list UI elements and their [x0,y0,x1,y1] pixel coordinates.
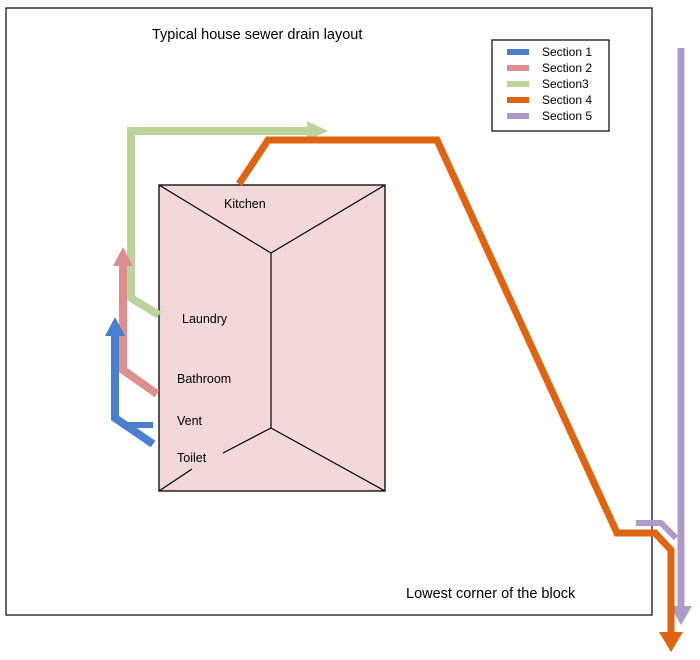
section-5-arrowhead [670,606,692,625]
section-2-pipe [119,264,160,398]
section-4-pipe [236,136,675,635]
section-4-arrowhead [659,632,683,652]
section-5-branch [636,520,679,541]
section-1-arrowhead [105,317,125,336]
section-1-pipe [111,333,156,448]
lowest-corner-label: Lowest corner of the block [406,586,576,602]
diagram-title: Typical house sewer drain layout [152,27,362,43]
house-outline [158,184,386,492]
legend-label: Section 2 [542,61,592,75]
legend-label: Section 4 [542,93,592,107]
room-label-bathroom: Bathroom [177,372,231,386]
room-label-toilet: Toilet [177,451,207,465]
section-2-arrowhead [113,247,133,266]
room-label-vent: Vent [177,414,203,428]
legend-swatch [507,113,529,119]
house [158,184,386,492]
roof-lines [158,184,386,492]
legend-swatch [507,65,529,71]
legend-swatch [507,81,529,87]
section-3-pipe [127,127,312,319]
block-boundary [5,7,653,616]
legend-label: Section 1 [542,45,592,59]
section-3-arrowhead [307,121,328,141]
room-label-laundry: Laundry [182,312,228,326]
legend-label: Section3 [542,77,589,91]
room-label-kitchen: Kitchen [224,197,266,211]
legend-swatch [507,49,529,55]
legend-swatch [507,97,529,103]
legend-label: Section 5 [542,109,592,123]
